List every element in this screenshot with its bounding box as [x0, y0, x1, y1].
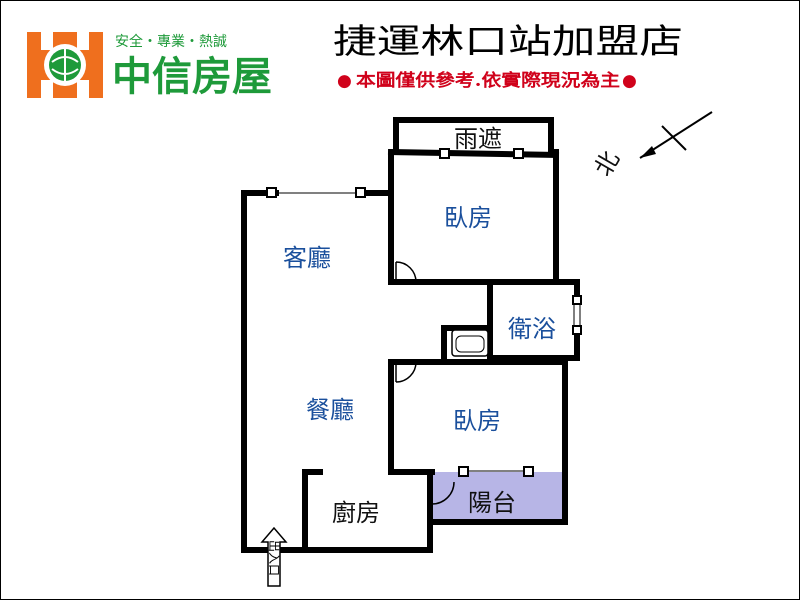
- logo-brand-name: 中信房屋: [112, 54, 272, 100]
- note-bullet-left: ●: [337, 71, 352, 91]
- logo-tagline: 安全・專業・熱誠: [115, 33, 227, 50]
- window-markers: [266, 148, 582, 477]
- logo: [27, 32, 103, 98]
- north-arrow-icon: [639, 111, 713, 159]
- balcony-label: 陽台: [468, 489, 516, 517]
- compass-north-label: 北: [589, 146, 625, 181]
- walls: [241, 117, 580, 553]
- living-room-label: 客廳: [283, 244, 331, 272]
- store-title: 捷運林口站加盟店: [333, 22, 683, 62]
- disclaimer-note: 本圖僅供參考.依實際現況為主: [356, 70, 620, 91]
- canopy-label: 雨遮: [454, 125, 502, 153]
- dining-room-label: 餐廳: [306, 396, 354, 424]
- balcony-area: [432, 472, 562, 522]
- door-swings: [395, 261, 455, 505]
- note-bullet-right: ●: [622, 71, 637, 91]
- bedroom-top-label: 臥房: [444, 204, 492, 232]
- bedroom-mid-label: 臥房: [453, 407, 501, 435]
- washbasin-icon: [451, 329, 489, 357]
- kitchen-label: 廚房: [332, 499, 380, 527]
- entrance-arrow-icon: [260, 526, 288, 587]
- entrance-label: 出入口: [267, 540, 281, 576]
- bathroom-label: 衛浴: [508, 315, 556, 343]
